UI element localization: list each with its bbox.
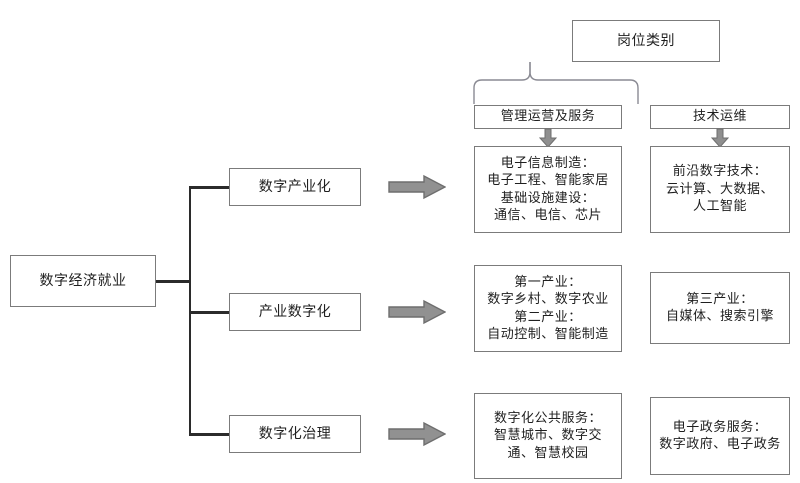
- category-root-node: 岗位类别: [572, 20, 720, 62]
- pillar-3-label: 数字化治理: [258, 425, 332, 442]
- detail-line: 电子工程、智能家居: [487, 173, 609, 189]
- detail-line: 第三产业：: [686, 291, 754, 307]
- connector-trunk-to-pillar-2: [189, 311, 230, 314]
- detail-line: 基础设施建设：: [500, 190, 596, 206]
- detail-line: 第一产业：: [514, 274, 582, 290]
- detail-line: 电子信息制造：: [500, 155, 596, 171]
- connector-category-brace: [473, 62, 639, 104]
- pillar-1-label: 数字产业化: [258, 178, 332, 195]
- category-branch-1-label: 管理运营及服务: [500, 109, 596, 125]
- detail-box-management-1: 电子信息制造： 电子工程、智能家居 基础设施建设： 通信、电信、芯片: [474, 146, 622, 233]
- arrow-right-block-icon: [388, 174, 446, 200]
- connector-trunk-vertical: [189, 187, 191, 434]
- pillar-node-digital-governance: 数字化治理: [229, 415, 361, 453]
- connector-root-to-trunk: [156, 280, 191, 283]
- detail-box-management-3: 数字化公共服务： 智慧城市、数字交 通、智慧校园: [474, 393, 622, 479]
- detail-line: 通、智慧校园: [507, 445, 589, 461]
- detail-line: 自动控制、智能制造: [487, 326, 609, 342]
- detail-line: 人工智能: [692, 199, 747, 215]
- arrow-right-block-icon: [388, 421, 446, 447]
- arrow-down-icon: [539, 128, 557, 148]
- arrow-down-icon: [711, 128, 729, 148]
- detail-box-technical-1: 前沿数字技术： 云计算、大数据、 人工智能: [650, 146, 790, 233]
- detail-line: 前沿数字技术：: [672, 164, 768, 180]
- connector-trunk-to-pillar-3: [189, 433, 230, 436]
- detail-line: 电子政务服务：: [672, 419, 768, 435]
- detail-line: 智慧城市、数字交: [493, 428, 602, 444]
- root-node-label: 数字经济就业: [39, 272, 127, 289]
- pillar-node-digital-industrialization: 数字产业化: [229, 168, 361, 206]
- category-root-label: 岗位类别: [617, 32, 675, 49]
- detail-line: 数字乡村、数字农业: [487, 292, 609, 308]
- arrow-right-block-icon: [388, 299, 446, 325]
- detail-box-technical-2: 第三产业： 自媒体、搜索引擎: [650, 272, 790, 344]
- root-node-digital-economy-employment: 数字经济就业: [10, 255, 156, 307]
- detail-line: 第二产业：: [514, 309, 582, 325]
- detail-line: 云计算、大数据、: [665, 181, 774, 197]
- detail-line: 数字化公共服务：: [493, 410, 602, 426]
- pillar-node-industrial-digitalization: 产业数字化: [229, 293, 361, 331]
- pillar-2-label: 产业数字化: [258, 303, 332, 320]
- detail-line: 自媒体、搜索引擎: [665, 309, 774, 324]
- category-branch-management: 管理运营及服务: [474, 105, 622, 129]
- category-branch-2-label: 技术运维: [692, 109, 747, 125]
- category-branch-technical: 技术运维: [650, 105, 790, 129]
- detail-box-technical-3: 电子政务服务： 数字政府、电子政务: [650, 397, 790, 475]
- detail-line: 数字政府、电子政务: [659, 437, 781, 452]
- connector-trunk-to-pillar-1: [189, 186, 230, 189]
- detail-box-management-2: 第一产业： 数字乡村、数字农业 第二产业： 自动控制、智能制造: [474, 265, 622, 352]
- detail-line: 通信、电信、芯片: [493, 207, 602, 223]
